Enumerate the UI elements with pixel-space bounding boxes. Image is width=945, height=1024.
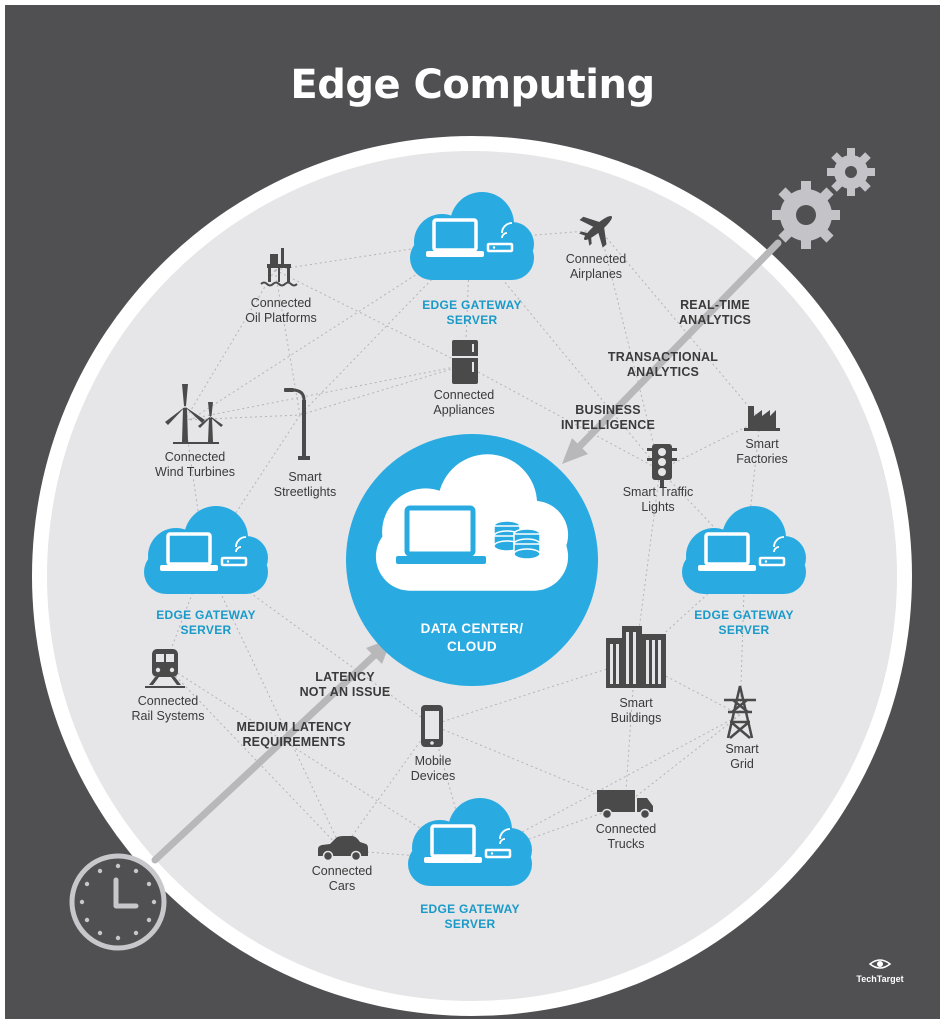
refrigerator-icon: [452, 340, 478, 384]
device-label-wind-turbines: Connected Wind Turbines: [155, 450, 235, 479]
truck-icon: [597, 790, 653, 820]
device-label-cars: Connected Cars: [311, 864, 373, 893]
label-latency-not-an-issue: LATENCY NOT AN ISSUE: [299, 670, 391, 699]
factory-icon: [744, 406, 780, 431]
analytics-arrow: [562, 239, 782, 464]
wind-turbine-icon: [165, 384, 223, 444]
device-label-trucks: Connected Trucks: [595, 822, 657, 851]
device-label-oil-platforms: Connected Oil Platforms: [245, 296, 317, 325]
techtarget-logo-icon: [868, 959, 892, 969]
gateway-label-top: EDGE GATEWAY SERVER: [422, 298, 522, 327]
car-icon: [318, 836, 368, 862]
oil-platform-icon: [260, 248, 298, 287]
airplane-icon: [579, 216, 613, 248]
traffic-light-icon: [647, 444, 677, 488]
device-label-streetlights: Smart Streetlights: [273, 470, 337, 499]
techtarget-logo: TechTarget: [856, 974, 904, 984]
train-icon: [145, 649, 185, 688]
mobile-phone-icon: [421, 705, 443, 747]
device-label-buildings: Smart Buildings: [610, 696, 662, 725]
device-label-rail-systems: Connected Rail Systems: [131, 694, 205, 723]
gateway-label-right: EDGE GATEWAY SERVER: [694, 608, 794, 637]
page-title: Edge Computing: [290, 62, 655, 108]
data-center-label: DATA CENTER/ CLOUD: [420, 621, 524, 654]
gateway-label-left: EDGE GATEWAY SERVER: [156, 608, 256, 637]
label-realtime-analytics: REAL-TIME ANALYTICS: [678, 298, 752, 327]
device-label-grid: Smart Grid: [725, 742, 759, 771]
label-medium-latency: MEDIUM LATENCY REQUIREMENTS: [236, 720, 352, 749]
device-label-airplanes: Connected Airplanes: [565, 252, 627, 281]
gears-icon: [772, 148, 875, 249]
device-label-appliances: Connected Appliances: [433, 388, 495, 417]
building-icon: [606, 626, 666, 688]
device-label-mobile: Mobile Devices: [410, 754, 456, 783]
device-label-factories: Smart Factories: [736, 437, 788, 466]
gateway-label-bottom: EDGE GATEWAY SERVER: [420, 902, 520, 931]
data-center-cloud-icon: [346, 434, 598, 686]
label-business-intelligence: BUSINESS INTELLIGENCE: [560, 403, 656, 432]
clock-icon: [69, 853, 167, 951]
device-label-traffic-lights: Smart Traffic Lights: [622, 485, 694, 514]
power-grid-icon: [724, 685, 756, 739]
label-transactional-analytics: TRANSACTIONAL ANALYTICS: [607, 350, 719, 379]
streetlight-icon: [284, 388, 310, 460]
